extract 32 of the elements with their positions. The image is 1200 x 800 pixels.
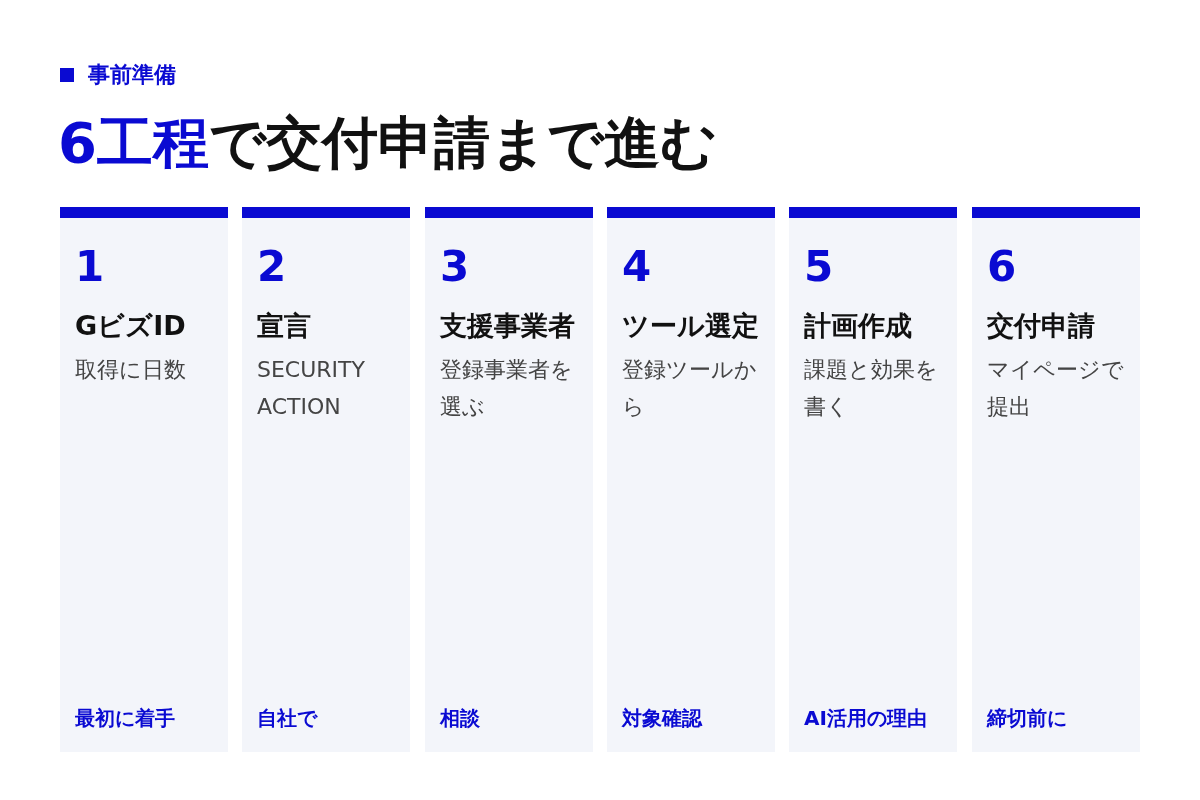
step-description: マイページで提出: [987, 356, 1125, 422]
step-description: 登録ツールから: [622, 356, 758, 422]
step-number: 6: [987, 246, 1018, 288]
step-title: 支援事業者: [440, 309, 576, 343]
step-card: [607, 207, 775, 752]
step-number: 2: [257, 246, 288, 288]
step-card: [789, 207, 957, 752]
step-note: 自社で: [257, 705, 319, 732]
step-note: 相談: [440, 705, 481, 732]
step-description: 登録事業者を選ぶ: [440, 356, 574, 422]
step-number: 4: [622, 246, 653, 288]
step-card: [60, 207, 228, 752]
step-number: 5: [804, 246, 835, 288]
step-number: 3: [440, 246, 471, 288]
step-title: 計画作成: [804, 309, 913, 343]
step-card: [425, 207, 593, 752]
step-title: ツール選定: [622, 309, 760, 343]
section-label: 事前準備: [88, 61, 176, 89]
step-title: 宣言: [257, 309, 312, 343]
step-title: GビズID: [75, 309, 187, 343]
step-note: 締切前に: [987, 705, 1068, 732]
step-note: AI活用の理由: [804, 705, 928, 732]
step-description: 課題と効果を書く: [804, 356, 939, 422]
step-number: 1: [75, 246, 106, 288]
page-title: 6工程で交付申請まで進む: [58, 112, 717, 174]
step-description: 取得に日数: [75, 356, 187, 384]
step-card: [972, 207, 1140, 752]
step-description: SECURITY ACTION: [257, 356, 366, 422]
step-title: 交付申請: [987, 309, 1096, 343]
step-card: [242, 207, 410, 752]
step-note: 最初に着手: [75, 705, 176, 732]
step-note: 対象確認: [622, 705, 704, 732]
